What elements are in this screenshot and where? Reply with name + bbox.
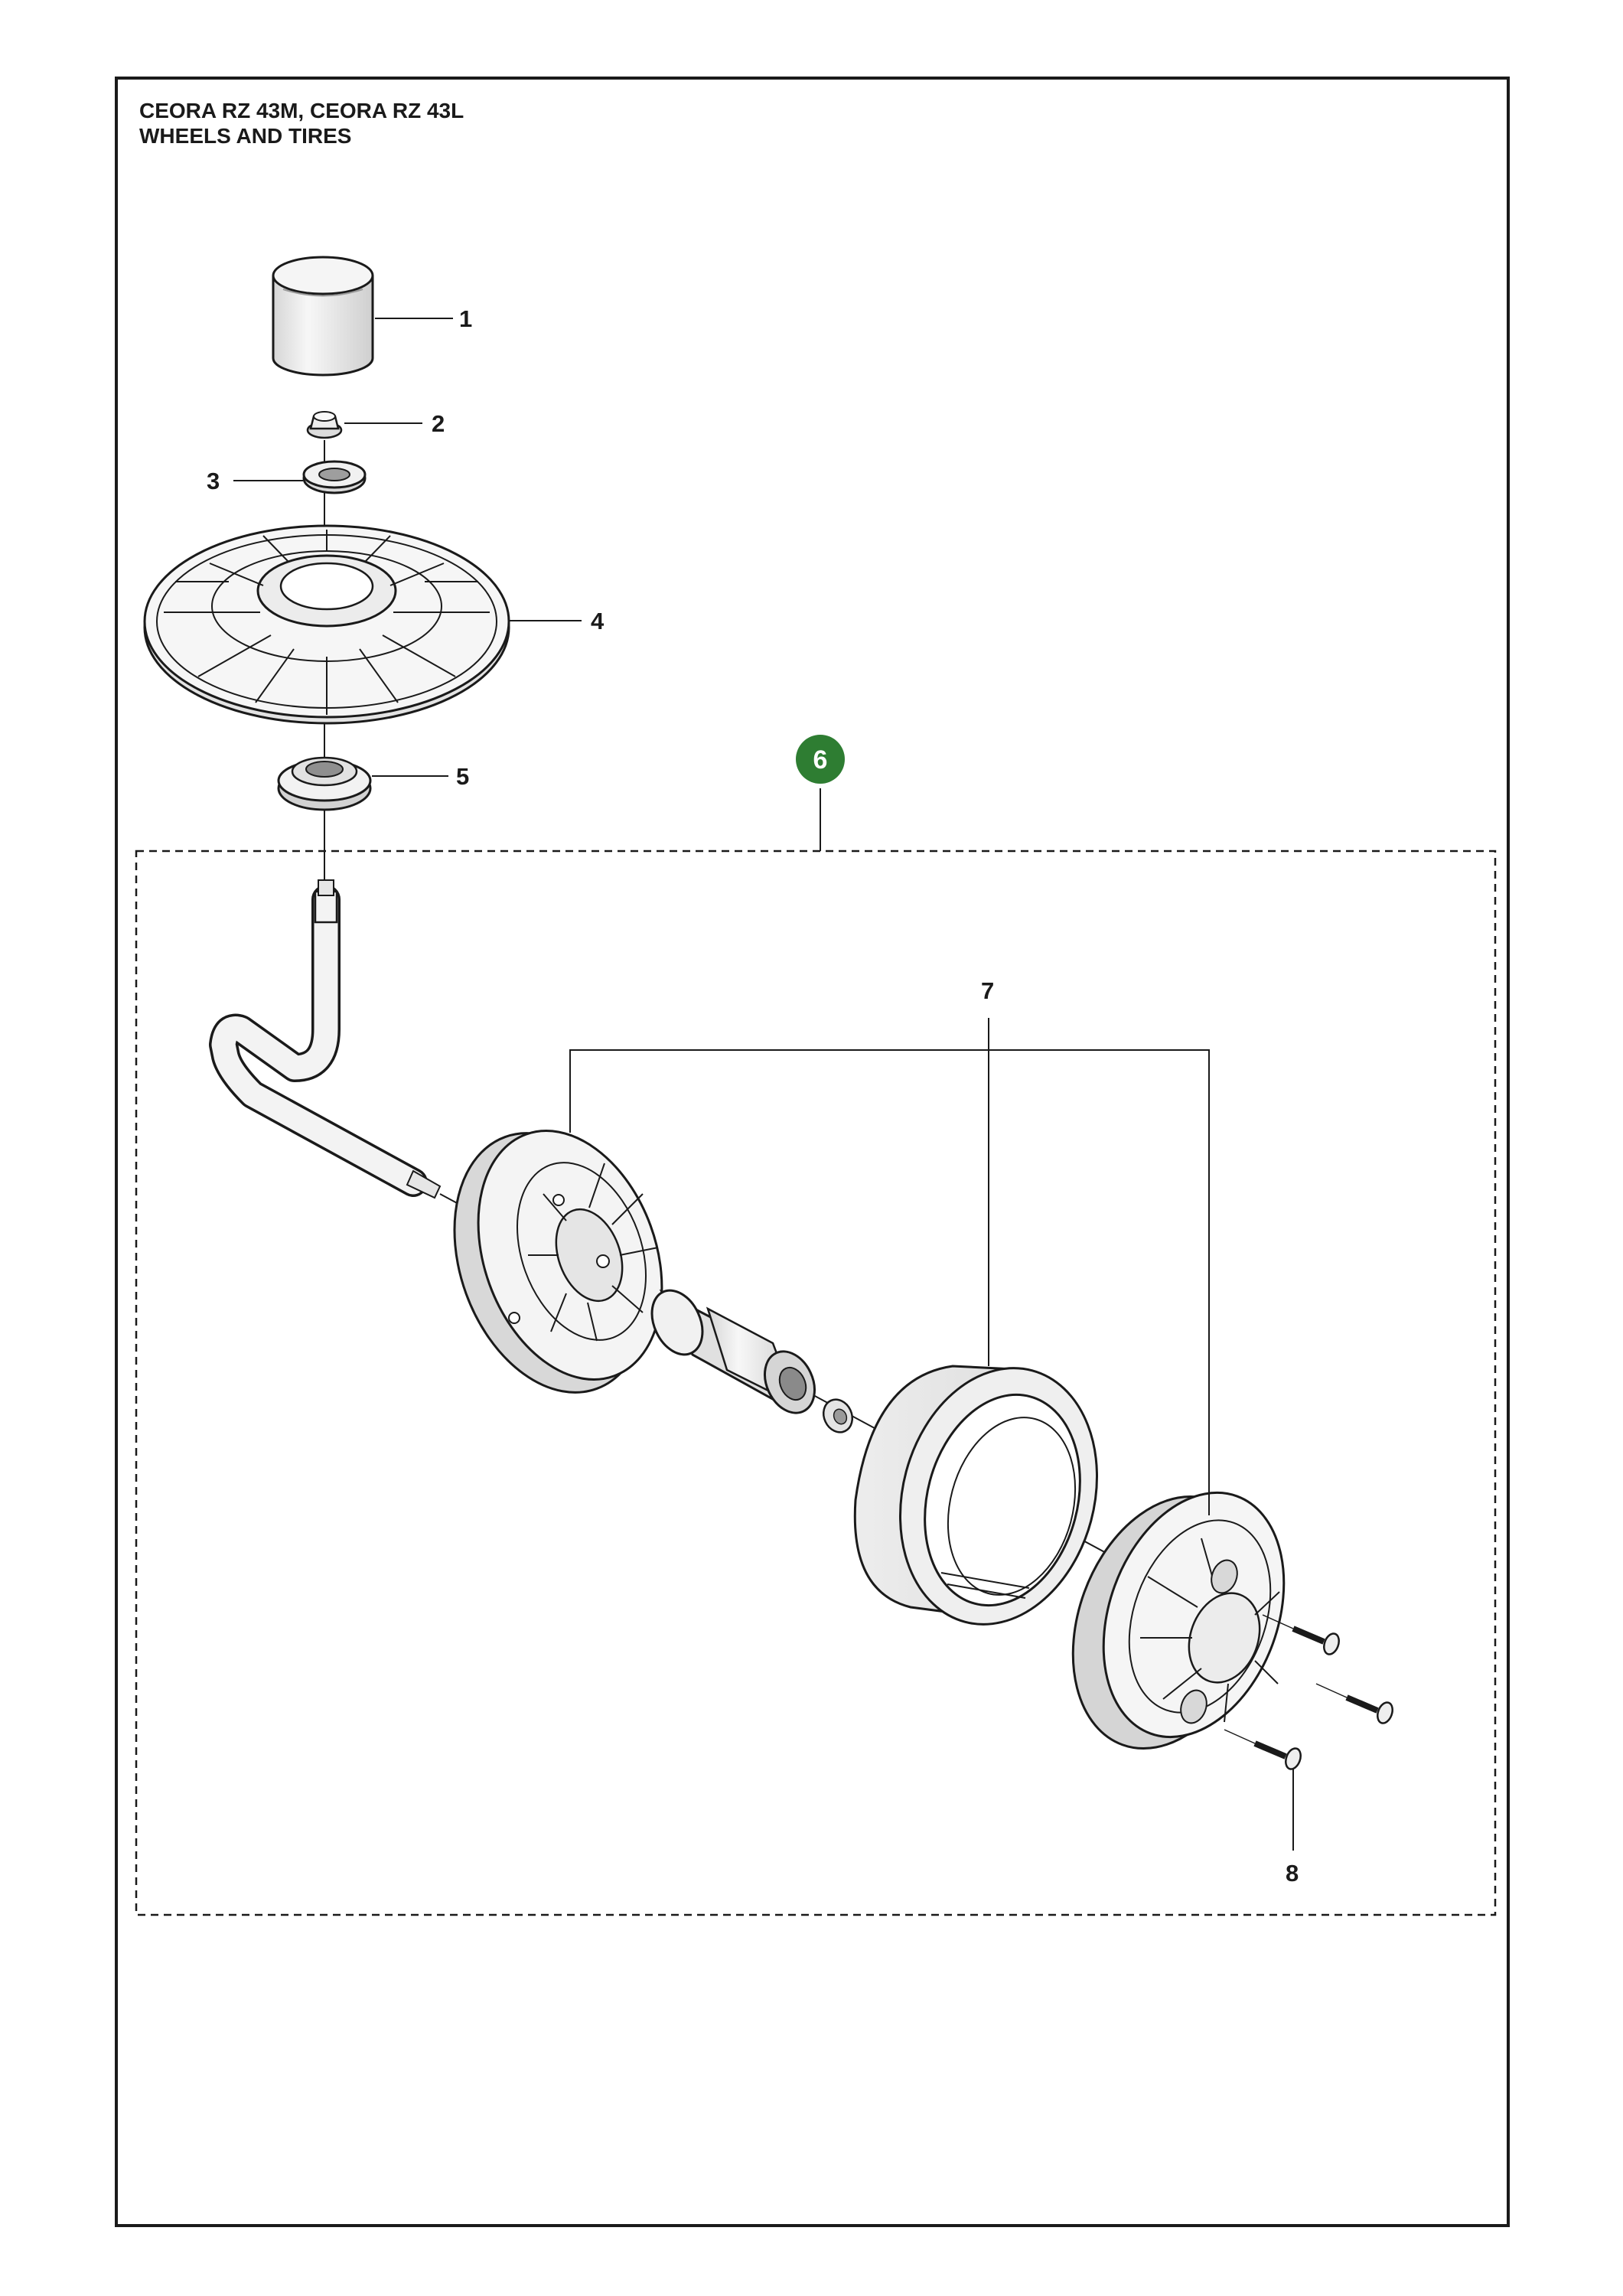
screw-axis-c <box>1224 1729 1256 1744</box>
hub-nut[interactable] <box>818 1394 857 1437</box>
callout-7[interactable]: 7 <box>981 977 994 1004</box>
part-3-bearing[interactable] <box>302 460 367 494</box>
rim-half-left[interactable] <box>420 1105 694 1420</box>
part-4-wheel-disc[interactable] <box>143 524 510 725</box>
kit-boundary <box>135 850 1497 1916</box>
callout-4[interactable]: 4 <box>591 608 605 634</box>
part-8-screw-a[interactable] <box>1292 1626 1341 1656</box>
model-line: CEORA RZ 43M, CEORA RZ 43L <box>139 99 464 122</box>
kit-badge-circle <box>796 735 845 784</box>
diagram-title: CEORA RZ 43M, CEORA RZ 43L WHEELS AND TI… <box>139 98 464 148</box>
callout-2[interactable]: 2 <box>432 410 445 437</box>
axle-shaft[interactable] <box>209 879 442 1199</box>
rim-half-right[interactable] <box>1040 1467 1316 1775</box>
part-8-screw-b[interactable] <box>1345 1694 1395 1725</box>
callout-6: 6 <box>813 745 828 775</box>
callout-8[interactable]: 8 <box>1286 1860 1299 1887</box>
part-1-cap[interactable] <box>272 256 374 377</box>
part-7-tire[interactable] <box>853 1345 1124 1646</box>
part-8-screw-c[interactable] <box>1253 1740 1303 1771</box>
section-title: WHEELS AND TIRES <box>139 124 352 148</box>
screw-axis-a <box>1262 1614 1294 1629</box>
part-2-nut[interactable] <box>306 411 343 439</box>
hub-spacer[interactable] <box>642 1282 824 1420</box>
screw-axis-b <box>1315 1683 1348 1698</box>
leader-7-bracket <box>569 1018 1210 1515</box>
callout-3[interactable]: 3 <box>207 468 220 494</box>
kit-badge-6[interactable]: 6 <box>796 735 845 784</box>
callout-5[interactable]: 5 <box>456 763 469 790</box>
page-frame <box>115 77 1510 2227</box>
part-5-seal-bearing[interactable] <box>277 756 372 811</box>
callout-1[interactable]: 1 <box>459 305 472 332</box>
